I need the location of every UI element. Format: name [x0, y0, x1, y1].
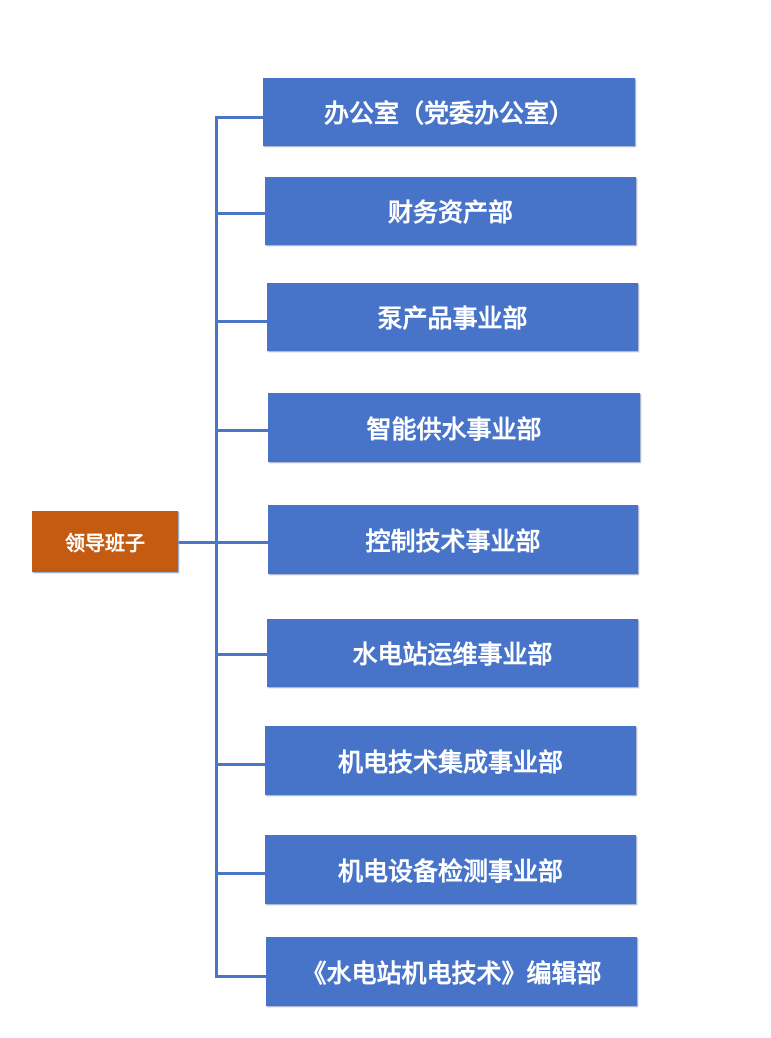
branch-line	[216, 975, 266, 978]
dept-node: 泵产品事业部	[267, 283, 638, 351]
branch-line	[216, 872, 265, 875]
dept-node: 机电技术集成事业部	[265, 726, 636, 795]
dept-node: 控制技术事业部	[268, 505, 638, 574]
root-connector	[178, 541, 216, 544]
dept-node: 机电设备检测事业部	[265, 835, 636, 904]
branch-line	[216, 116, 263, 119]
dept-node: 《水电站机电技术》编辑部	[266, 937, 637, 1006]
dept-node: 智能供水事业部	[268, 393, 640, 462]
trunk-line	[215, 116, 218, 978]
branch-line	[216, 429, 268, 432]
dept-node: 办公室（党委办公室）	[263, 78, 635, 146]
branch-line	[216, 541, 268, 544]
branch-line	[216, 320, 267, 323]
branch-line	[216, 763, 265, 766]
branch-line	[216, 212, 265, 215]
root-node-leadership: 领导班子	[32, 511, 178, 572]
dept-node: 水电站运维事业部	[267, 619, 638, 687]
branch-line	[216, 653, 267, 656]
dept-node: 财务资产部	[265, 177, 636, 245]
